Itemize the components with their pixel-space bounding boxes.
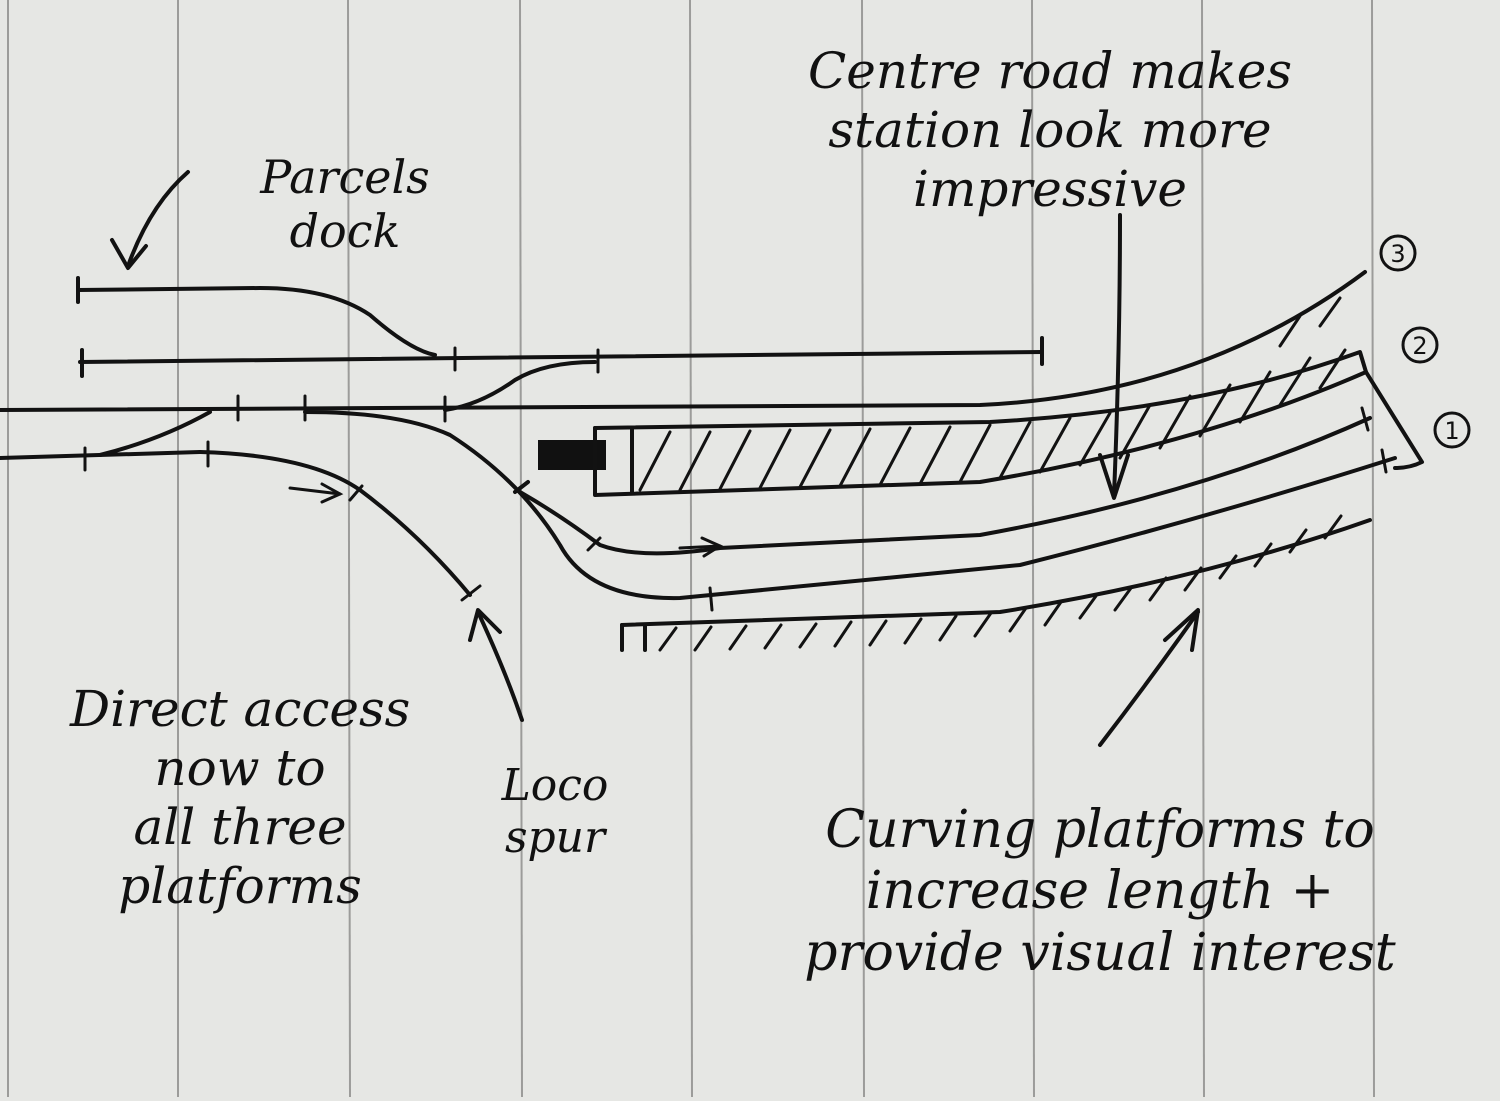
centre-road-arrow [1112,213,1122,497]
direction-arrow-2 [678,544,722,550]
outer-platform [620,514,1372,652]
long-siding [78,350,1044,364]
tracks [0,270,1397,612]
platform-3-road [0,270,1367,412]
platform-number-3: 3 [1390,240,1405,268]
direction-arrow-1 [288,486,342,496]
platform-number-1: 1 [1444,417,1459,445]
platform-number-2: 2 [1412,332,1427,360]
platform-2-road [518,416,1372,556]
note-parcels-dock: Parcels dock [260,150,430,259]
curving-arrow [1098,610,1200,747]
parcels-dock-siding [76,286,437,357]
annotation-arrows [110,170,1200,747]
loco-spur-arrow [476,610,524,722]
parcels-arrow [126,170,190,268]
island-platform [593,296,1424,497]
note-curving-platforms: Curving platforms to increase length + p… [804,800,1396,983]
note-centre-road: Centre road makes station look more impr… [807,42,1292,218]
platform-1-road [303,410,1397,601]
note-loco-spur: Loco spur [501,760,609,863]
platform-numbers: 3 2 1 [1379,234,1471,449]
loco-spur-track [198,450,472,597]
note-direct-access: Direct access now to all three platforms [70,680,411,915]
